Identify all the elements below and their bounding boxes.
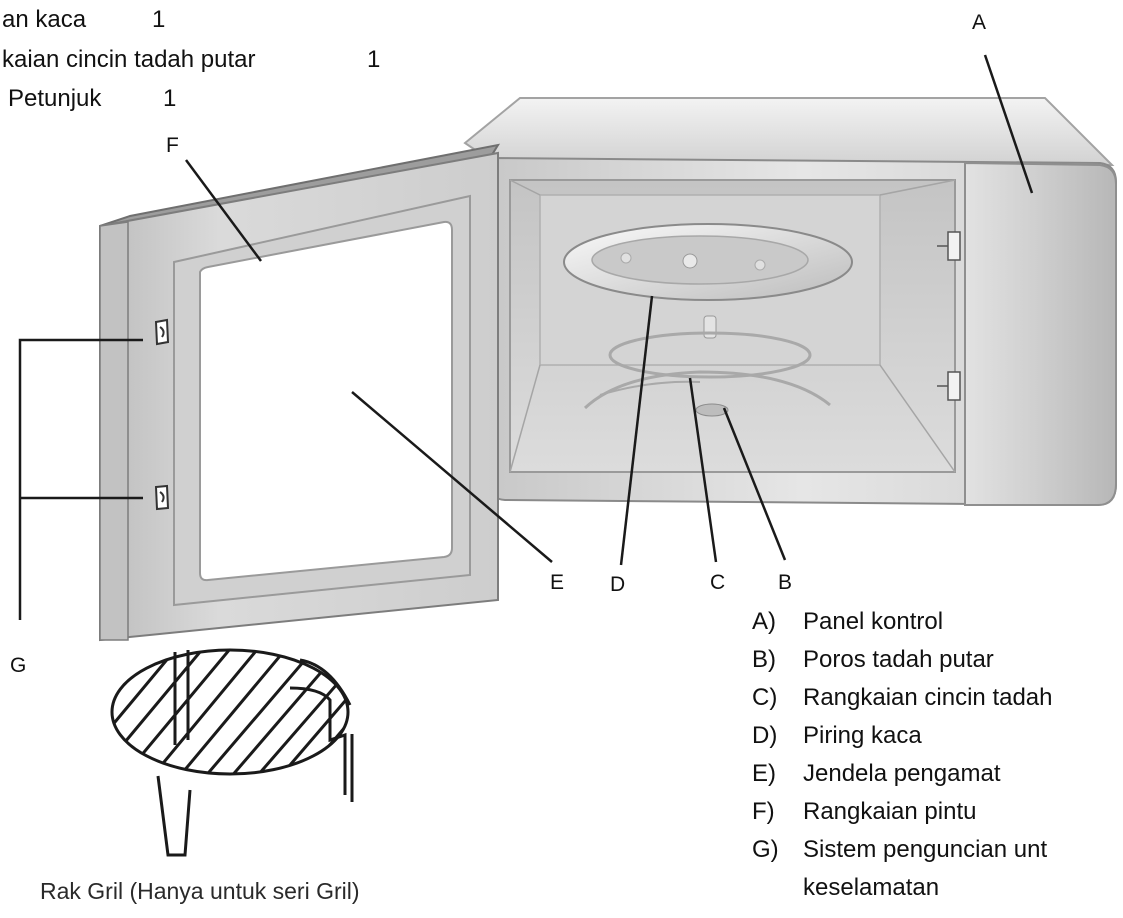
control-panel <box>964 161 1117 506</box>
contents-item-1: an kaca 1 <box>2 6 165 33</box>
door-latch-lower <box>154 484 170 511</box>
contents-item-2-name: kaian cincin tadah putar <box>2 46 256 73</box>
contents-item-1-name: an kaca <box>2 6 87 33</box>
door-latch-upper <box>154 318 170 346</box>
legend-text: Poros tadah putar <box>803 646 994 673</box>
cavity-edge-right-bottom <box>879 364 956 473</box>
contents-item-3-qty: 1 <box>163 85 177 112</box>
glass-tray <box>563 223 853 301</box>
legend-key: F) <box>752 798 775 825</box>
cavity-edge-left-top <box>509 179 541 196</box>
legend-text: keselamatan <box>803 874 940 901</box>
latch-slot-upper <box>937 231 961 261</box>
legend-key: B) <box>752 646 776 673</box>
door-assembly <box>99 143 501 642</box>
callout-f: F <box>166 134 179 157</box>
legend-key: G) <box>752 836 779 863</box>
leader-line-f <box>184 159 263 262</box>
observation-window <box>199 220 453 582</box>
cavity-edge-left-bottom <box>509 364 541 473</box>
callout-b: B <box>778 571 793 594</box>
latch-slot-lower <box>937 371 961 401</box>
callout-e: E <box>550 571 565 594</box>
callout-a: A <box>972 11 987 34</box>
legend-text: Panel kontrol <box>803 608 944 635</box>
callout-g: G <box>10 654 27 677</box>
leader-line-b <box>722 407 787 561</box>
leader-lines <box>18 54 1034 620</box>
door-edge-strip <box>99 221 129 641</box>
legend-key: D) <box>752 722 778 749</box>
contents-item-3: Petunjuk 1 <box>8 85 176 112</box>
leader-line-a <box>983 54 1034 194</box>
leader-line-e <box>351 391 553 563</box>
grill-rack <box>110 648 354 857</box>
microwave-top-surface <box>463 97 1115 167</box>
legend-text: Rangkaian cincin tadah <box>803 684 1053 711</box>
leader-line-c <box>688 377 718 563</box>
contents-item-2: kaian cincin tadah putar 1 <box>2 46 380 73</box>
grill-rack-caption: Rak Gril (Hanya untuk seri Gril) <box>40 878 360 904</box>
contents-item-3-name: Petunjuk <box>8 85 102 112</box>
legend-text: Sistem penguncian unt <box>803 836 1048 863</box>
legend-key: C) <box>752 684 778 711</box>
legend-text: Piring kaca <box>803 722 922 749</box>
callout-d: D <box>610 573 626 596</box>
leader-line-d <box>619 295 654 566</box>
legend-text: Rangkaian pintu <box>803 798 977 825</box>
legend-key: A) <box>752 608 776 635</box>
legend-text: Jendela pengamat <box>803 760 1001 787</box>
callout-c: C <box>710 571 726 594</box>
leader-line-g <box>18 338 143 620</box>
legend-key: E) <box>752 760 776 787</box>
contents-item-1-qty: 1 <box>152 6 166 33</box>
contents-item-2-qty: 1 <box>367 46 381 73</box>
microwave-body <box>463 97 1117 507</box>
cavity-edge-right-top <box>879 179 956 196</box>
